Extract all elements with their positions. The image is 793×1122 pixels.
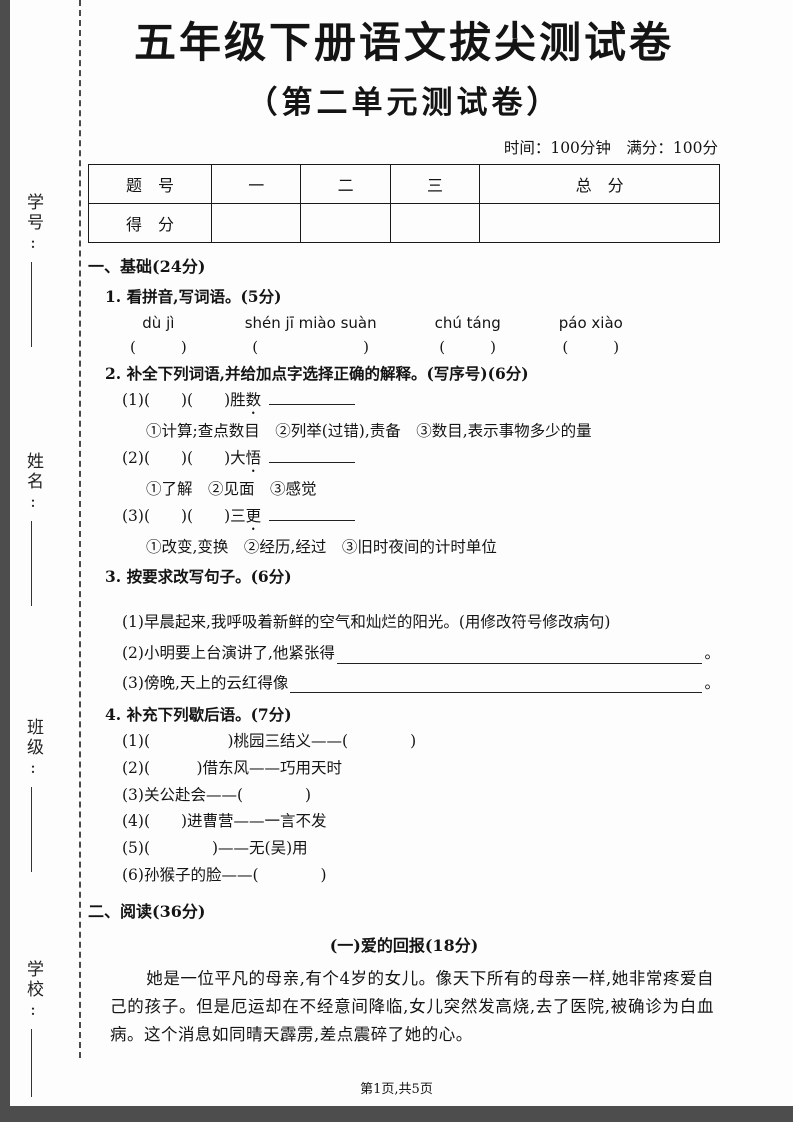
q4-item: (3)关公赴会——( ) [122,785,312,804]
q1-item: shén jī miào suàn ( ) [245,314,377,357]
score-row-label: 得 分 [87,202,213,243]
q2-item-options: ①了解 ②见面 ③感觉 [146,479,317,498]
school-label: 学校: [23,960,43,1023]
q3-item-tail: 。 [704,644,720,663]
q1-title: 1. 看拼音,写词语。(5分) [105,286,282,306]
score-table-header-row: 题 号 一 二 三 总 分 [87,163,720,204]
q1-answer-blank: ( ) [439,337,497,356]
margin-dashed-line [79,0,81,1058]
score-cell-empty [389,202,481,243]
q2-item: (3)( )( )三更 [88,503,720,534]
class-label: 班级: [23,718,43,781]
q1-answer-blank: ( ) [562,337,620,356]
q1-pinyin: dù jì [142,314,175,333]
q1-pinyin: shén jī miào suàn [244,314,377,333]
q3-item: (3)傍晚,天上的云红得像 。 [88,669,720,698]
q2-dotted-char: 悟 [245,448,262,467]
section-reading-title: 二、阅读(36分) [88,902,206,922]
score-table-header-cell: 题 号 [87,163,213,204]
q3-fill-line [336,662,703,664]
scan-edge-left [0,0,10,1122]
name-fill-line [31,521,32,606]
q2-item-options: ①改变,变换 ②经历,经过 ③旧时夜间的计时单位 [146,537,497,556]
q3-item-tail: 。 [704,673,720,692]
passage-title: (一)爱的回报(18分) [329,935,479,955]
q2-answer-blank [269,390,356,406]
q2-item: (2)( )( )大悟 [88,445,720,476]
q4-item: (2)( )借东风——巧用天时 [122,759,343,778]
q3-fill-line [290,691,703,694]
q3-item-text: (3)傍晚,天上的云红得像 [122,673,289,692]
q2-dotted-char: 数 [245,391,262,410]
score-table-header-cell: 一 [211,163,302,204]
q2-item-stem: (1)( )( )胜 [122,391,246,410]
q2-answer-blank [269,506,356,521]
q1-item: dù jì ( ) [130,314,187,357]
q3-item-text: (2)小明要上台演讲了,他紧张得 [122,644,335,663]
paper-subtitle: （第二单元测试卷） [246,84,562,121]
q1-answer-blank: ( ) [252,337,370,356]
q4-item: (4)( )进曹营——一言不发 [122,812,327,831]
score-table-score-row: 得 分 [87,202,720,243]
page-footer: 第1页,共5页 [360,1082,433,1097]
score-table-header-cell: 总 分 [479,163,720,204]
q2-item: (1)( )( )胜数 [88,387,720,418]
q4-item: (1)( )桃园三结义——( ) [122,732,417,751]
score-cell-empty [479,202,720,243]
paper-content: 五年级下册语文拔尖测试卷 （第二单元测试卷） 时间：100分钟 满分：100分 … [87,0,720,1050]
time-score-info: 时间：100分钟 满分：100分 [503,138,718,157]
q1-answer-blank: ( ) [130,337,187,356]
score-table: 题 号 一 二 三 总 分 得 分 [87,163,720,243]
q1-item: chú táng ( ) [435,314,501,357]
q4-item: (6)孙猴子的脸——( ) [122,865,327,884]
name-label: 姓名: [23,452,43,515]
q2-item-options: ①计算;查点数目 ②列举(过错),责备 ③数目,表示事物多少的量 [146,422,592,441]
score-cell-empty [211,202,302,243]
passage-text: 她是一位平凡的母亲,有个4岁的女儿。像天下所有的母亲一样,她非常疼爱自己的孩子。… [110,968,714,1045]
q3-item: (2)小明要上台演讲了,他紧张得 。 [88,639,720,668]
section-basics-title: 一、基础(24分) [88,256,206,276]
q1-pinyin-row: dù jì ( ) shén jī miào suàn ( ) chú táng… [88,314,720,357]
q1-pinyin: chú táng [434,314,501,333]
scan-edge-bottom [0,1106,793,1122]
q2-item-stem: (3)( )( )三 [122,506,246,525]
school-fill-line [31,1029,32,1097]
q2-title: 2. 补全下列词语,并给加点字选择正确的解释。(写序号)(6分) [105,363,529,383]
q4-item: (5)( )——无(吴)用 [122,839,308,858]
q1-item: páo xiào ( ) [559,314,623,357]
student-id-label: 学号: [23,193,43,256]
paper-title: 五年级下册语文拔尖测试卷 [133,18,674,67]
score-table-header-cell: 二 [300,163,391,204]
q4-title: 4. 补充下列歇后语。(7分) [105,705,292,725]
q1-pinyin: páo xiào [558,314,623,333]
q3-item: (1)早晨起来,我呼吸着新鲜的空气和灿烂的阳光。(用修改符号修改病句) [122,612,611,631]
score-cell-empty [300,202,391,243]
score-table-header-cell: 三 [389,163,481,204]
q2-item-stem: (2)( )( )大 [122,448,246,467]
q3-title: 3. 按要求改写句子。(6分) [105,567,292,587]
student-id-fill-line [31,262,32,347]
q2-dotted-char: 更 [245,506,262,525]
q2-answer-blank [269,448,356,463]
class-fill-line [31,787,32,872]
